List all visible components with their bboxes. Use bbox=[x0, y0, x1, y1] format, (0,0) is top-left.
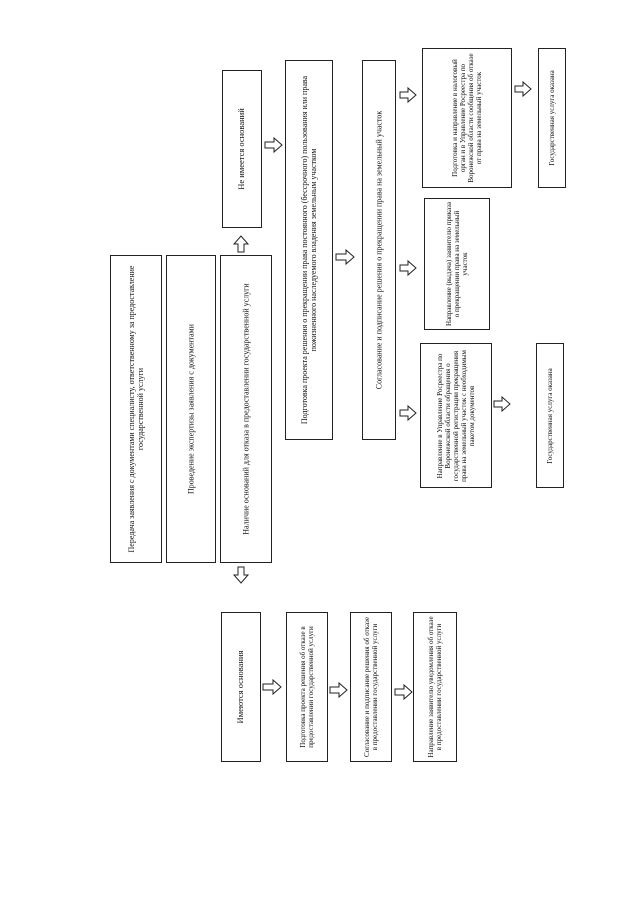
arrow-to-done-2 bbox=[514, 80, 532, 98]
arrow-to-no-grounds bbox=[232, 235, 250, 253]
step-done-2: Государственная услуга оказана bbox=[538, 48, 566, 188]
step-grounds-check: Наличие оснований для отказа в предостав… bbox=[220, 255, 272, 563]
arrow-to-refusal-sign bbox=[329, 681, 348, 699]
step-transfer: Передача заявления с документами специал… bbox=[110, 255, 162, 563]
step-termination-draft: Подготовка проекта решения о прекращении… bbox=[285, 60, 333, 440]
step-send-applicant: Направление (выдача) заявителю приказа о… bbox=[424, 198, 490, 330]
arrow-to-tax-notice bbox=[399, 86, 417, 104]
step-tax-notice: Подготовка и направление в налоговый орг… bbox=[422, 48, 512, 188]
step-refusal-send: Направление заявителю уведомления об отк… bbox=[413, 612, 457, 762]
arrow-to-refusal-send bbox=[394, 683, 413, 701]
step-refusal-sign: Согласование и подписание решения об отк… bbox=[350, 612, 392, 762]
arrow-to-send-rosreestr bbox=[399, 404, 417, 422]
step-termination-sign: Согласование и подписание решения о прек… bbox=[362, 60, 396, 440]
arrow-to-refusal-draft bbox=[262, 678, 282, 696]
step-no-grounds: Не имеется оснований bbox=[222, 70, 262, 228]
arrow-to-send-applicant bbox=[399, 259, 417, 277]
arrow-to-done-1 bbox=[493, 395, 511, 413]
arrow-to-termination-sign bbox=[335, 248, 355, 266]
step-refusal-draft: Подготовка проекта решения об отказе в п… bbox=[286, 612, 328, 762]
arrow-to-yes-grounds bbox=[232, 566, 250, 584]
arrow-to-termination-draft bbox=[264, 136, 283, 154]
step-done-1: Государственная услуга оказана bbox=[536, 343, 564, 488]
step-yes-grounds: Имеются основания bbox=[221, 612, 261, 762]
step-review: Проведение экспертизы заявления с докуме… bbox=[166, 255, 216, 563]
step-send-rosreestr: Направление в Управление Росреестра по В… bbox=[420, 343, 492, 488]
